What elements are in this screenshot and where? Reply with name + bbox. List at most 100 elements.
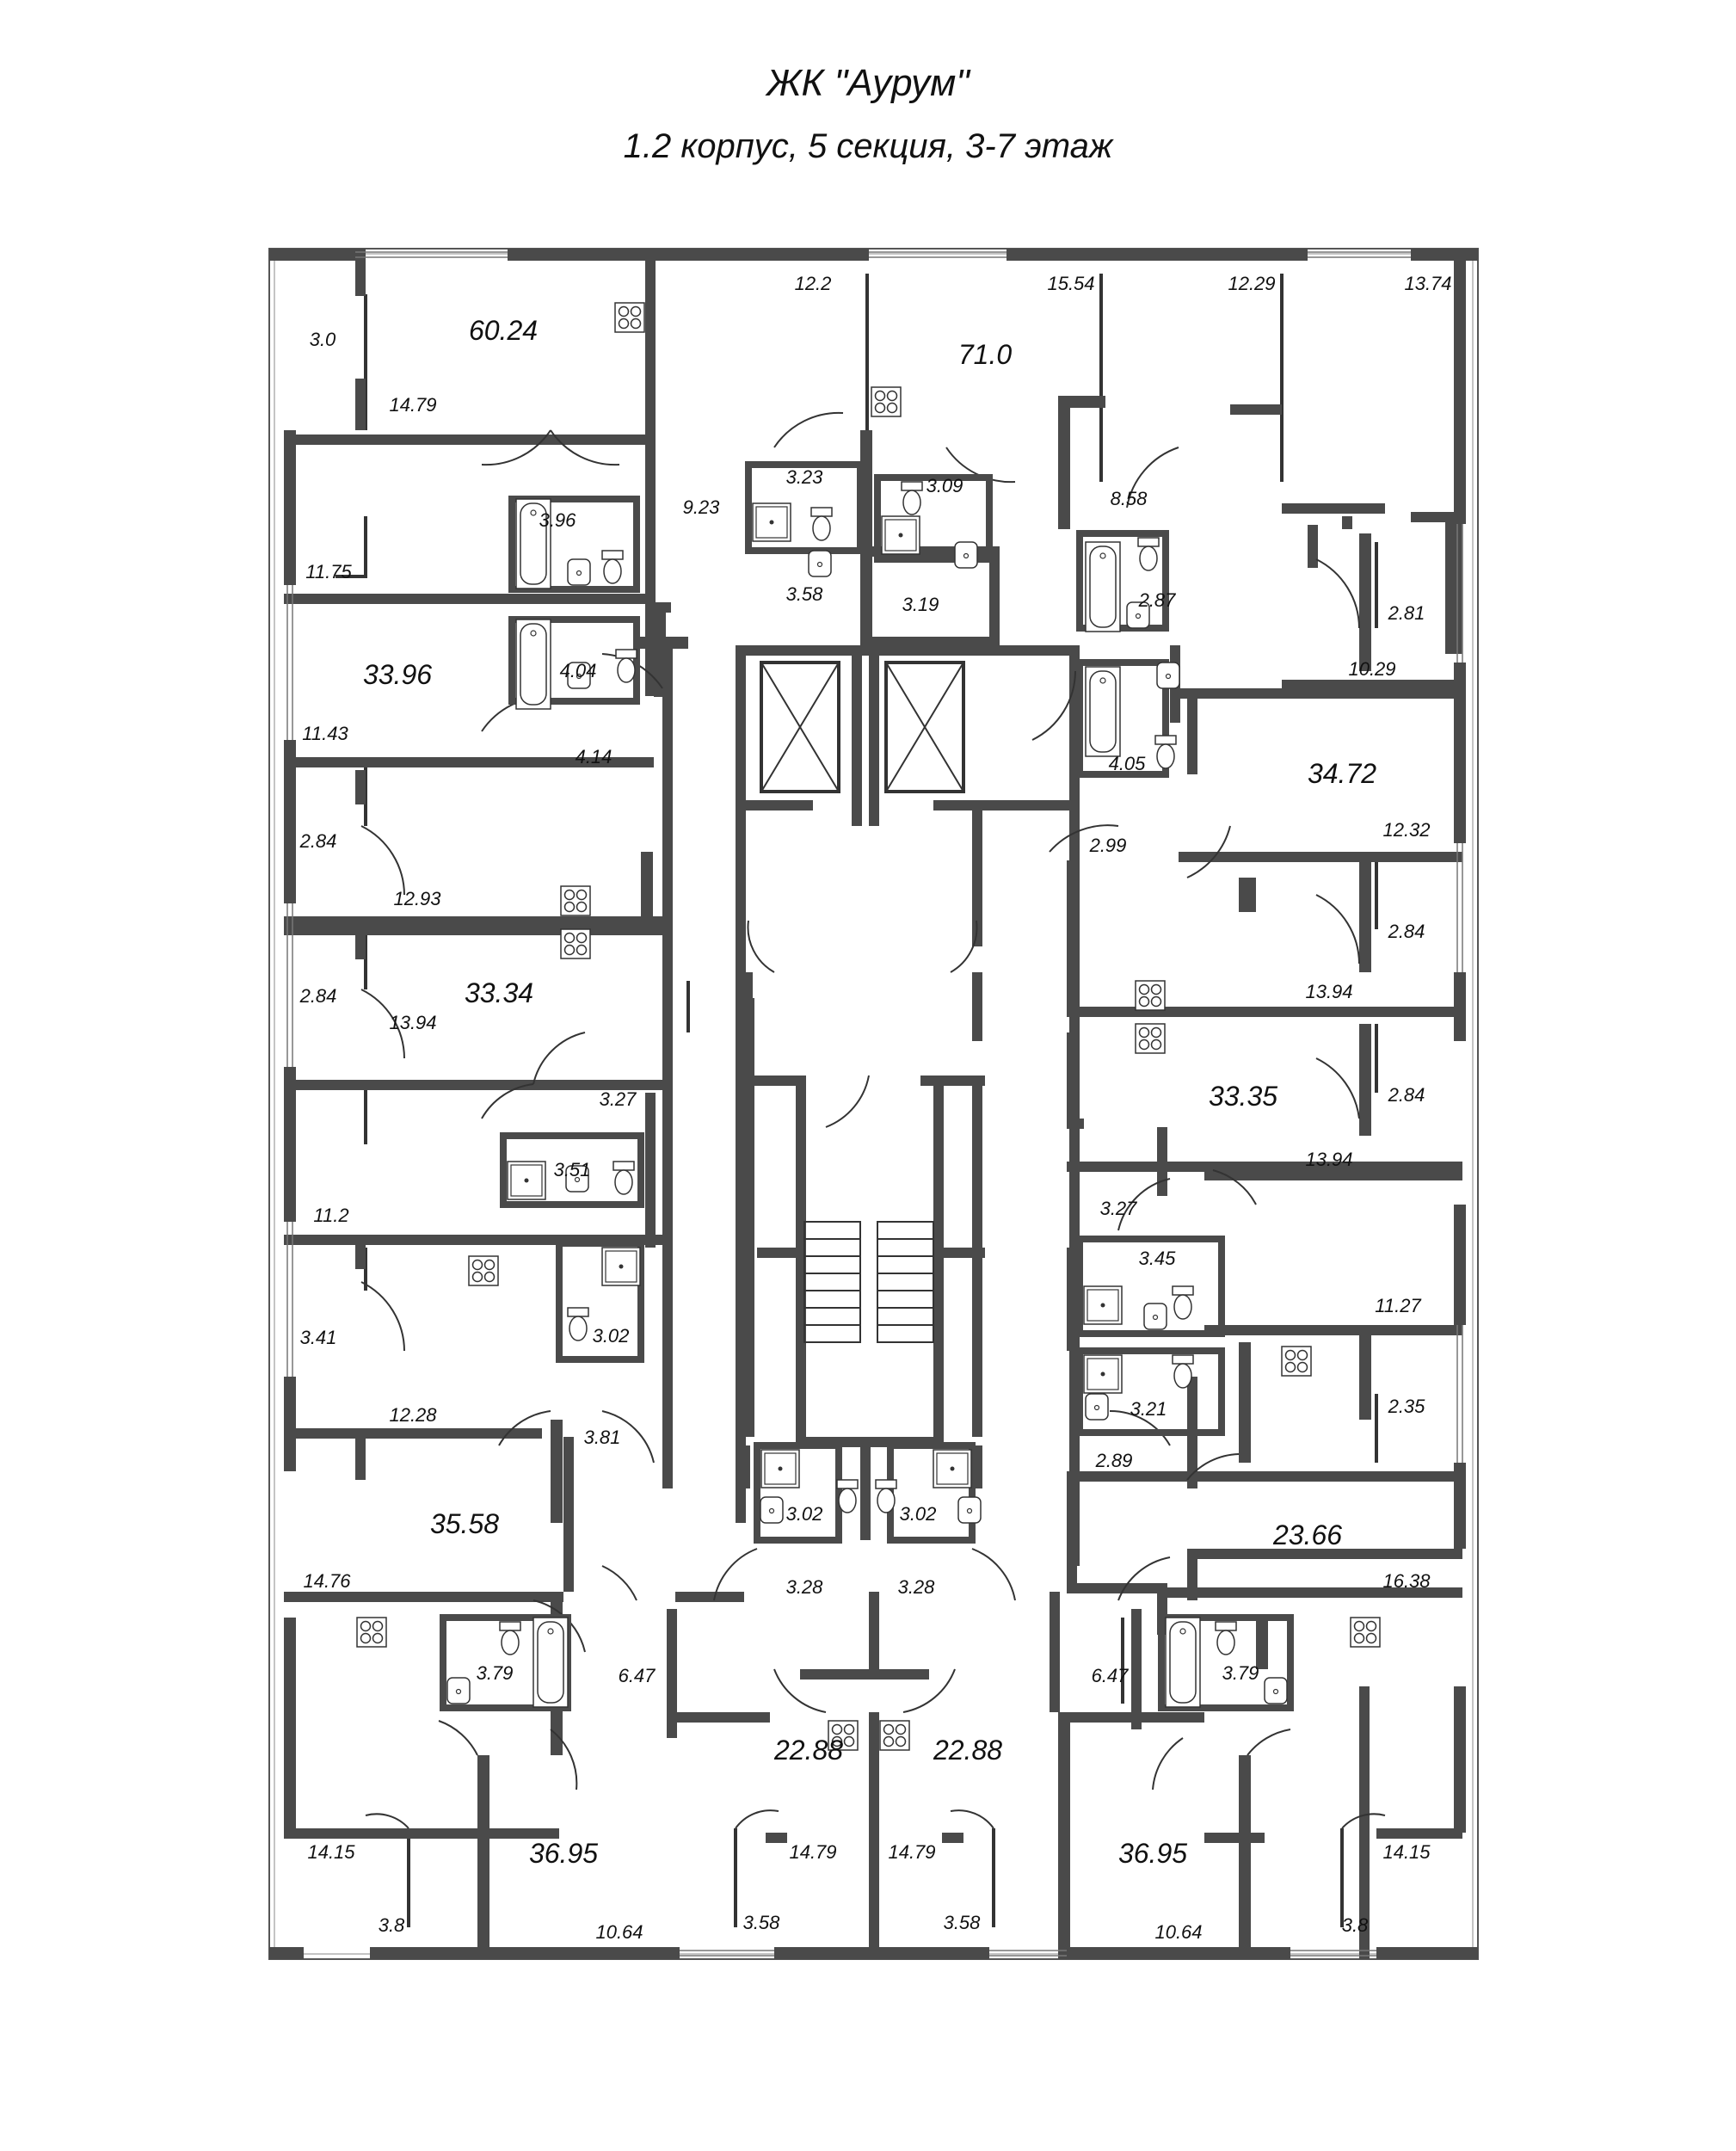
room-area-label: 2.84: [1388, 1084, 1425, 1106]
room-area-label: 33.96: [363, 659, 432, 690]
stove-icon: [1135, 980, 1166, 1011]
room-area-label: 3.96: [539, 509, 577, 531]
room-area-label: 3.58: [786, 583, 824, 605]
sink-icon: [954, 541, 978, 569]
room-area-label: 36.95: [529, 1838, 598, 1869]
toilet-icon: [601, 550, 624, 584]
room-area-label: 11.27: [1375, 1295, 1421, 1316]
room-area-label: 3.79: [1222, 1662, 1259, 1684]
stove-icon: [560, 885, 591, 916]
room-area-label: 13.94: [389, 1012, 436, 1033]
sink-icon: [446, 1677, 471, 1704]
shower-icon: [1083, 1285, 1123, 1325]
room-area-label: 9.23: [683, 496, 721, 518]
room-area-label: 2.87: [1138, 589, 1177, 611]
sink-icon: [1085, 1393, 1109, 1421]
toilet-icon: [1154, 735, 1177, 769]
room-area-label: 13.94: [1305, 981, 1352, 1002]
room-area-label: 14.79: [888, 1841, 935, 1863]
stove-icon: [468, 1255, 499, 1286]
room-area-label: 12.2: [795, 273, 832, 294]
room-area-label: 14.15: [307, 1841, 355, 1863]
toilet-icon: [1215, 1621, 1237, 1655]
room-area-label: 12.32: [1382, 819, 1430, 841]
room-area-label: 3.28: [786, 1576, 824, 1598]
bathtub-icon: [515, 619, 551, 710]
toilet-icon: [1137, 537, 1160, 571]
room-area-label: 3.27: [600, 1088, 637, 1110]
room-area-label: 3.81: [584, 1427, 621, 1448]
room-area-label: 2.84: [1388, 921, 1425, 942]
room-area-label: 11.43: [302, 723, 348, 744]
room-area-label: 6.47: [1092, 1665, 1130, 1686]
toilet-icon: [499, 1621, 521, 1655]
sink-icon: [957, 1496, 982, 1524]
room-area-label: 6.47: [619, 1665, 656, 1686]
room-area-label: 3.19: [902, 594, 939, 615]
room-area-label: 3.09: [926, 475, 963, 496]
stove-icon: [1135, 1023, 1166, 1054]
room-area-label: 3.02: [593, 1325, 630, 1347]
room-area-label: 3.58: [743, 1912, 781, 1933]
room-area-label: 3.8: [1342, 1914, 1369, 1936]
windows: [286, 251, 1463, 1957]
stairs-icon: [803, 1221, 934, 1343]
room-area-label: 2.81: [1388, 602, 1425, 624]
sink-icon: [1143, 1303, 1167, 1330]
plan-subtitle: 1.2 корпус, 5 секция, 3-7 этаж: [623, 127, 1113, 165]
toilet-icon: [836, 1479, 859, 1513]
stove-icon: [560, 928, 591, 959]
room-area-label: 2.84: [299, 830, 337, 852]
stove-icon: [1281, 1346, 1312, 1377]
room-area-label: 2.89: [1095, 1450, 1133, 1471]
room-area-label: 3.21: [1130, 1398, 1167, 1420]
room-area-label: 60.24: [469, 315, 538, 346]
room-area-label: 13.74: [1404, 273, 1451, 294]
room-area-label: 3.45: [1139, 1248, 1177, 1269]
shower-icon: [760, 1449, 800, 1488]
shower-icon: [933, 1449, 972, 1488]
bathtub-icon: [1165, 1617, 1201, 1708]
room-area-label: 2.35: [1388, 1396, 1426, 1417]
sink-icon: [1156, 662, 1180, 689]
toilet-icon: [810, 507, 833, 541]
room-area-label: 3.02: [900, 1503, 937, 1525]
shower-icon: [752, 502, 791, 542]
room-area-label: 36.95: [1118, 1838, 1187, 1869]
room-area-label: 11.75: [305, 561, 352, 582]
room-area-label: 10.64: [1154, 1921, 1202, 1943]
room-area-label: 12.29: [1228, 273, 1275, 294]
sink-icon: [567, 558, 591, 586]
sink-icon: [760, 1496, 784, 1524]
room-area-label: 71.0: [958, 339, 1012, 370]
stove-icon: [1350, 1617, 1381, 1648]
room-area-label: 12.93: [393, 888, 441, 909]
room-area-label: 35.58: [430, 1508, 499, 1539]
room-area-label: 8.58: [1111, 488, 1148, 509]
room-area-label: 3.28: [898, 1576, 936, 1598]
room-area-label: 10.64: [595, 1921, 643, 1943]
room-area-label: 3.79: [477, 1662, 514, 1684]
stove-icon: [614, 302, 645, 333]
room-area-label: 3.02: [786, 1503, 823, 1525]
stove-icon: [356, 1617, 387, 1648]
room-area-label: 4.05: [1109, 753, 1147, 774]
bathroom-walls: [440, 461, 1294, 1711]
stove-icon: [879, 1720, 910, 1751]
room-area-label: 4.04: [560, 660, 597, 681]
toilet-icon: [1172, 1354, 1194, 1389]
room-area-label: 2.84: [299, 985, 337, 1007]
room-area-label: 3.51: [554, 1159, 591, 1180]
room-area-label: 23.66: [1272, 1519, 1342, 1550]
shower-icon: [507, 1161, 546, 1200]
shower-icon: [601, 1247, 641, 1286]
room-area-label: 2.99: [1089, 835, 1127, 856]
room-area-label: 3.41: [300, 1327, 337, 1348]
room-area-label: 14.79: [789, 1841, 836, 1863]
toilet-icon: [875, 1479, 897, 1513]
room-area-label: 4.14: [576, 746, 613, 767]
room-area-label: 14.15: [1382, 1841, 1431, 1863]
room-area-label: 12.28: [389, 1404, 437, 1426]
